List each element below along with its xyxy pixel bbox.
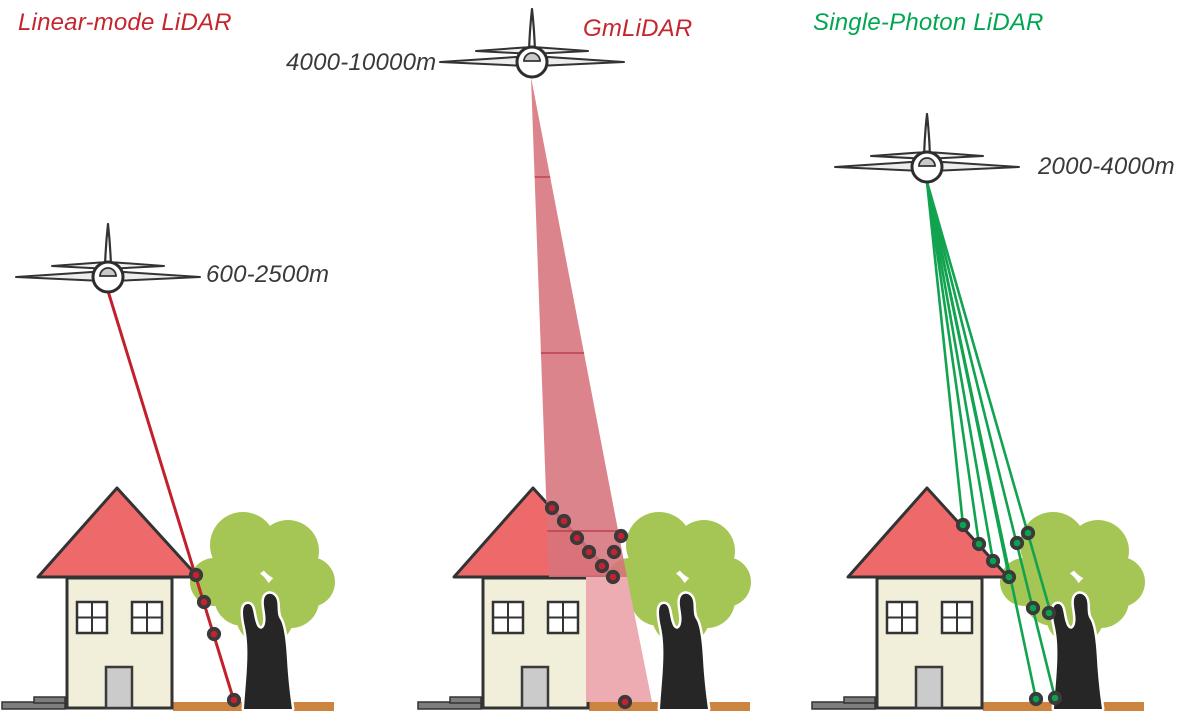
return-point <box>1001 569 1017 585</box>
return-point <box>1047 690 1063 706</box>
return-point <box>196 594 212 610</box>
return-point <box>544 500 560 516</box>
return-point <box>188 567 204 583</box>
laser-beam <box>925 181 965 526</box>
return-point <box>1041 605 1057 621</box>
house-tree-scene <box>2 488 335 711</box>
return-point <box>606 544 622 560</box>
return-point <box>617 694 633 710</box>
altitude-label-single-photon: 2000-4000m <box>1038 153 1175 180</box>
return-point <box>1025 600 1041 616</box>
return-point <box>556 513 572 529</box>
return-point <box>581 544 597 560</box>
return-point <box>971 536 987 552</box>
panel-title-linear-mode-lidar: Linear-mode LiDAR <box>18 9 232 36</box>
return-point <box>985 553 1001 569</box>
return-point <box>1009 535 1025 551</box>
return-point <box>594 558 610 574</box>
airplane-icon <box>14 222 202 294</box>
return-point <box>1028 691 1044 707</box>
altitude-label-gmlidar: 4000-10000m <box>286 49 437 76</box>
house-tree-scene <box>812 488 1145 711</box>
airplanes-layer <box>14 7 1021 294</box>
return-point <box>955 517 971 533</box>
beam-footprints-layer <box>531 77 652 702</box>
altitude-label-linear-mode: 600-2500m <box>206 261 330 288</box>
airplane-icon <box>833 112 1021 184</box>
beam-footprint-attenuated <box>586 577 652 702</box>
return-point <box>1020 525 1036 541</box>
return-point <box>613 528 629 544</box>
panel-title-single-photon: Single-Photon LiDAR <box>813 9 1044 36</box>
return-point <box>226 692 242 708</box>
laser-beam <box>925 181 1053 615</box>
return-points-layer <box>188 500 1063 710</box>
laser-beam <box>925 181 995 562</box>
laser-beam <box>925 181 981 545</box>
return-point <box>206 626 222 642</box>
return-point <box>605 569 621 585</box>
return-point <box>569 530 585 546</box>
beam-footprint-cone <box>531 77 627 577</box>
laser-beam <box>925 181 1038 700</box>
panel-title-gmlidar: GmLiDAR <box>583 15 693 42</box>
